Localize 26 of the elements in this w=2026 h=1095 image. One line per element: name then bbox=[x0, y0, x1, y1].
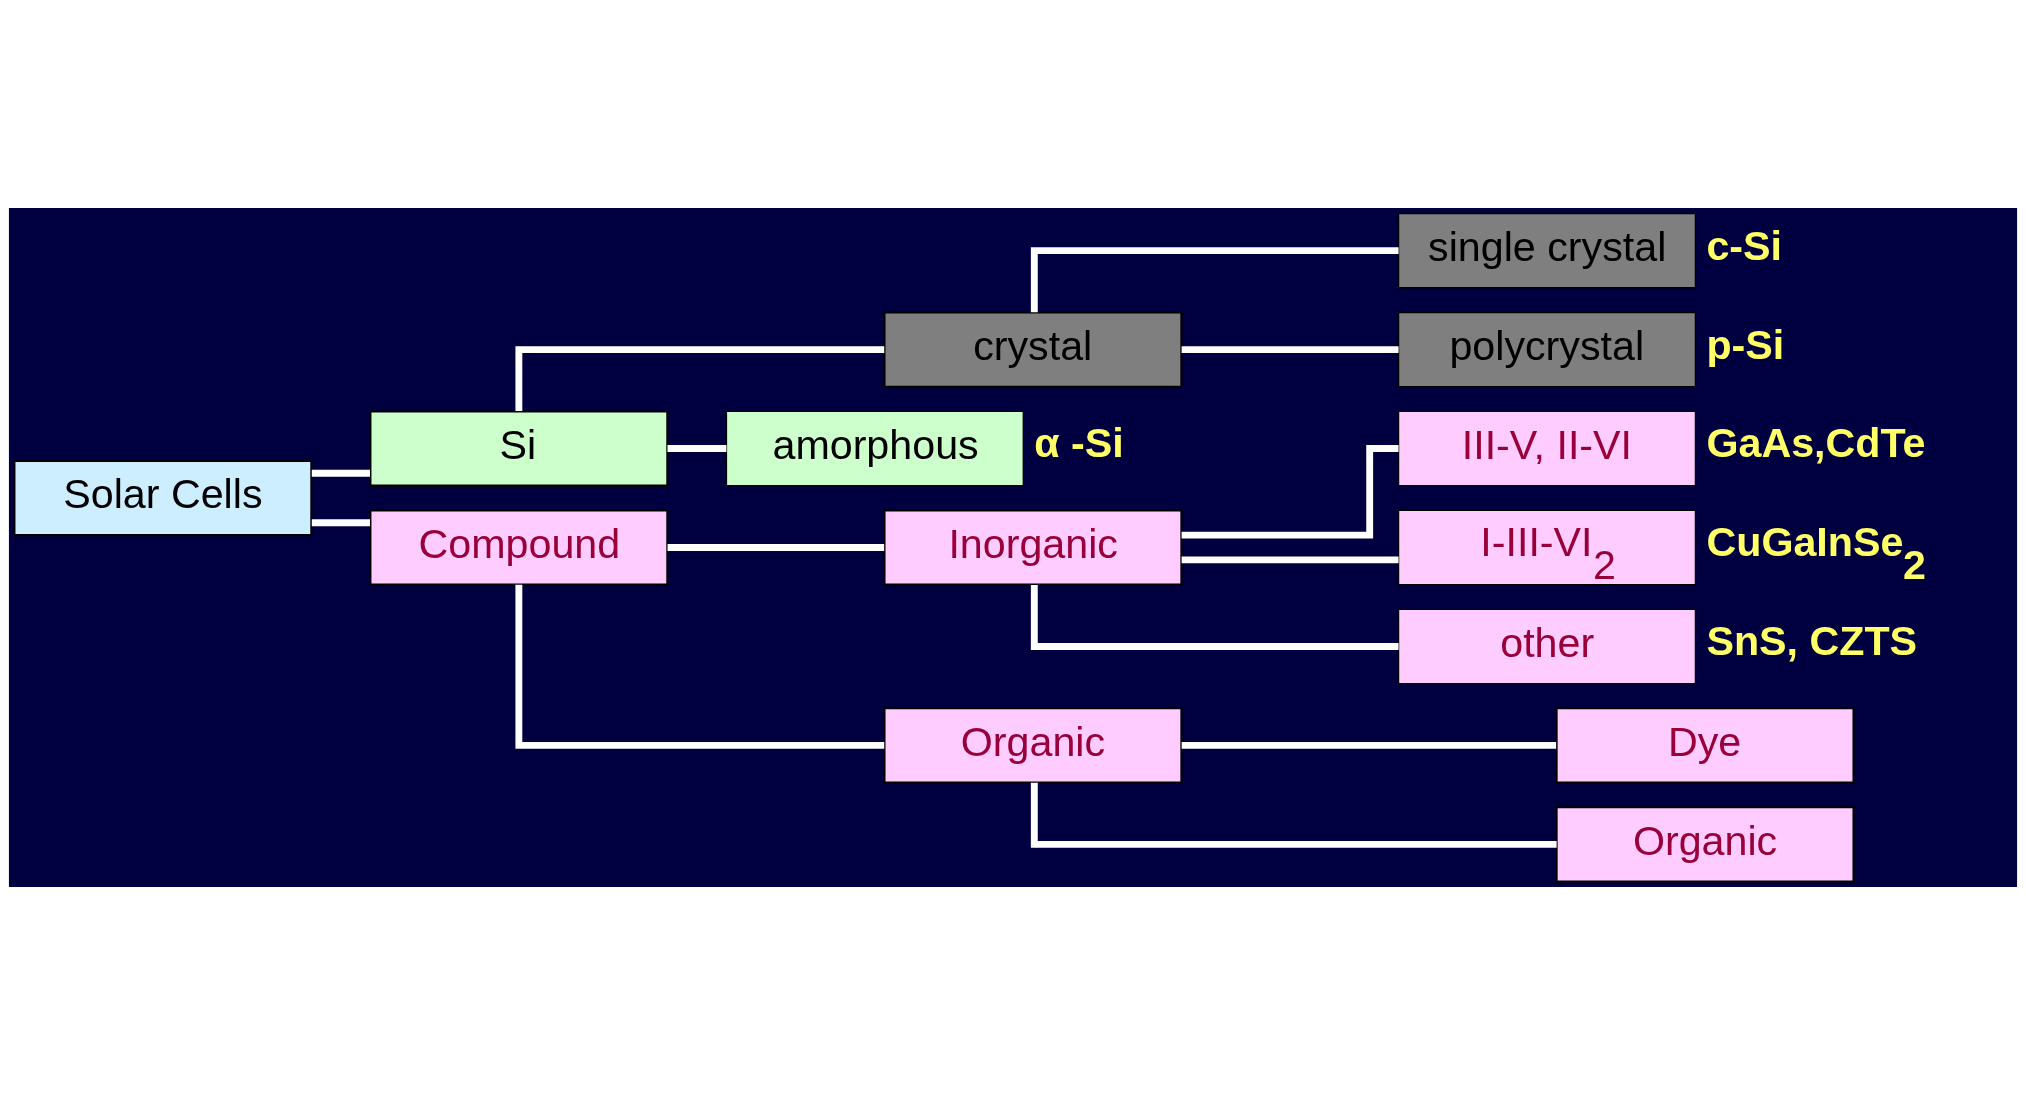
connector bbox=[1030, 247, 1399, 313]
connector bbox=[1030, 782, 1557, 848]
connector bbox=[667, 445, 727, 452]
node-label: p-Si bbox=[1706, 321, 1785, 368]
node-label: SnS, CZTS bbox=[1706, 618, 1918, 665]
node-box: Compound bbox=[369, 509, 669, 586]
connector bbox=[1181, 556, 1399, 564]
node-box: Inorganic bbox=[883, 509, 1183, 586]
connector bbox=[667, 544, 885, 551]
connector bbox=[1181, 346, 1399, 353]
connector bbox=[1181, 445, 1399, 539]
node-box: Si bbox=[369, 410, 669, 487]
connector bbox=[515, 584, 885, 749]
connector bbox=[515, 346, 885, 412]
node-box: Organic bbox=[1555, 806, 1855, 883]
node-box: crystal bbox=[883, 311, 1183, 388]
connector bbox=[311, 469, 370, 477]
node-label: c-Si bbox=[1706, 222, 1783, 269]
connector bbox=[1030, 584, 1399, 650]
node-box: Organic bbox=[883, 707, 1183, 784]
node-label: GaAs,CdTe bbox=[1706, 420, 1926, 467]
node-label: α -Si bbox=[1034, 420, 1124, 467]
node-box: Solar Cells bbox=[13, 459, 313, 537]
node-box: Dye bbox=[1555, 707, 1855, 784]
connector bbox=[311, 519, 370, 527]
connector bbox=[1181, 742, 1557, 749]
